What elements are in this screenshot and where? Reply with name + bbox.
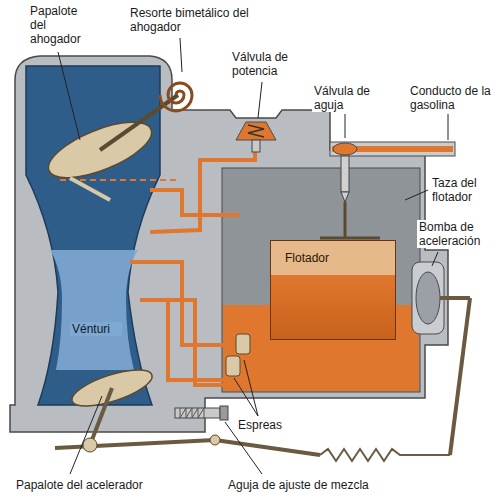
accelerator-pump: [412, 262, 470, 455]
part-label: Bomba de aceleración: [417, 220, 497, 248]
part-label: Válvula de potencia: [230, 50, 302, 78]
part-label: Aguja de ajuste de mezcla: [226, 478, 406, 492]
throttle-linkage: [55, 388, 450, 461]
needle-valve: [320, 143, 380, 238]
venturi-throat: [50, 250, 138, 370]
float-bowl: [222, 168, 420, 392]
bimetal-spring: [160, 83, 192, 111]
part-label: Papalote del acelerador: [14, 478, 174, 492]
part-label: Papalote del ahogador: [28, 4, 94, 46]
part-label: Conducto de la gasolina: [408, 84, 496, 112]
leader-lines: [58, 38, 448, 474]
part-label: Flotador: [271, 241, 395, 265]
fuel-line: [330, 142, 455, 156]
part-label: Espreas: [236, 418, 296, 432]
power-valve: [236, 122, 276, 152]
float-shape: Flotador: [270, 240, 396, 340]
part-label: Vénturi: [70, 322, 122, 336]
mixture-screw: [175, 406, 228, 420]
part-label: Válvula de aguja: [312, 84, 374, 112]
carburetor-housing: [10, 56, 448, 432]
part-label: Taza del flotador: [430, 176, 496, 204]
part-label: Resorte bimetálico del ahogador: [128, 6, 278, 34]
fuel-passages: [130, 140, 418, 385]
air-horn: [26, 66, 160, 405]
